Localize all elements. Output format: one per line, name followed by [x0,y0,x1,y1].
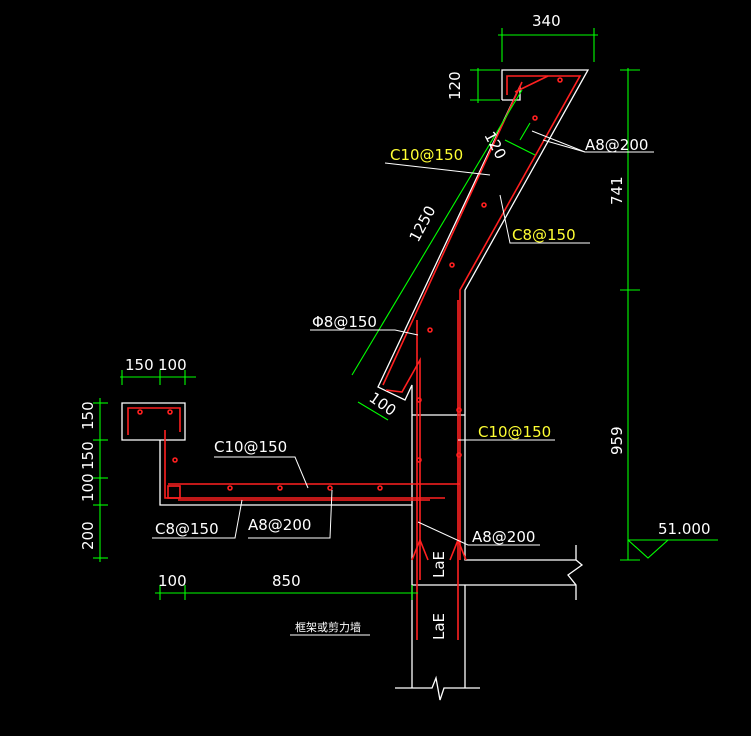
dim-right-upper: 741 [608,176,626,205]
dim-left-h3: 100 [79,473,97,502]
dim-bottom-w1: 100 [158,572,187,590]
label-c10-slab: C10@150 [214,438,287,456]
dim-left-h4: 200 [79,521,97,550]
label-phi8: Φ8@150 [312,313,377,331]
dim-slope-length: 1250 [406,203,440,245]
concrete-outline [121,69,590,701]
leader-lines [152,130,654,636]
label-a8-top: A8@200 [585,136,648,154]
label-a8-wall: A8@200 [472,528,535,546]
dim-bottom-w2: 850 [272,572,301,590]
dim-left-h1: 150 [79,401,97,430]
label-a8-slab: A8@200 [248,516,311,534]
dim-left-h2: 150 [79,441,97,470]
dim-right-lower: 959 [608,426,626,455]
label-c10-top: C10@150 [390,146,463,164]
dimension-lines [93,28,718,600]
label-anchor-2: LaE [430,613,448,640]
label-c8-slope: C8@150 [512,226,576,244]
label-c10-wall: C10@150 [478,423,551,441]
dim-bottom-thickness: 100 [366,389,400,420]
dim-top-lip: 120 [446,71,464,100]
dim-left-w1: 150 [125,356,154,374]
dim-slab-thickness: 120 [480,128,509,162]
dim-top-width: 340 [532,12,561,30]
rebar-lines [127,75,582,640]
dim-left-w2: 100 [158,356,187,374]
label-elevation: 51.000 [658,520,711,538]
label-beam-note: 框架或剪力墙 [295,620,361,634]
label-anchor-1: LaE [430,551,448,578]
label-c8-slab: C8@150 [155,520,219,538]
